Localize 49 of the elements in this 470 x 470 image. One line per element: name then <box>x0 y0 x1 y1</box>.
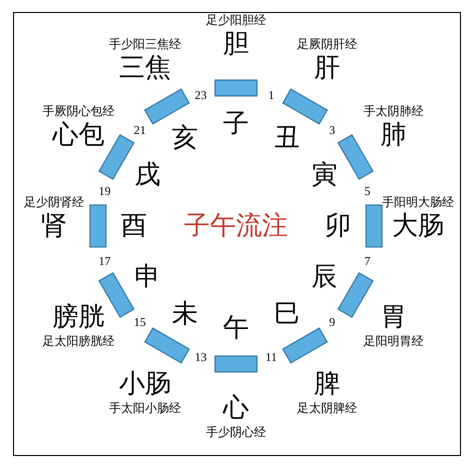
organ-name: 肝 <box>314 55 340 82</box>
organ-name: 胃 <box>380 304 407 330</box>
earthly-branch: 午 <box>223 315 249 341</box>
meridian-name: 手太阳小肠经 <box>109 402 181 414</box>
diagram-title: 子午流注 <box>184 213 288 239</box>
organ-name: 三焦 <box>119 55 171 82</box>
hour-number: 3 <box>329 124 336 136</box>
meridian-name: 足少阴肾经 <box>24 196 84 208</box>
earthly-branch: 酉 <box>121 213 147 239</box>
earthly-branch: 巳 <box>274 301 300 328</box>
meridian-name: 手太阴肺经 <box>364 105 424 117</box>
earthly-branch: 亥 <box>172 124 198 151</box>
organ-name: 大肠 <box>392 213 444 239</box>
meridian-name: 足太阳膀胱经 <box>42 335 114 347</box>
hour-number: 15 <box>134 316 146 328</box>
hour-number: 7 <box>364 255 370 268</box>
hour-number: 9 <box>329 316 336 328</box>
meridian-name: 足少阳胆经 <box>206 14 266 26</box>
meridian-name: 手阳明大肠经 <box>382 196 454 208</box>
earthly-branch: 寅 <box>311 162 338 188</box>
organ-name: 肺 <box>380 122 407 148</box>
earthly-branch: 卯 <box>325 213 351 239</box>
earthly-branch: 子 <box>223 111 249 137</box>
earthly-branch: 丑 <box>274 124 300 151</box>
meridian-name: 足阳明胃经 <box>364 335 424 347</box>
hour-number: 21 <box>134 124 146 136</box>
earthly-branch: 戌 <box>134 162 161 188</box>
organ-name: 膀胱 <box>52 304 104 330</box>
hour-number: 1 <box>268 88 274 101</box>
hour-number: 5 <box>364 184 370 197</box>
organ-name: 胆 <box>223 31 249 57</box>
hour-number: 17 <box>98 255 111 268</box>
earthly-branch: 辰 <box>311 264 338 290</box>
hour-number: 11 <box>265 351 277 364</box>
meridian-name: 手少阳三焦经 <box>109 38 181 50</box>
organ-name: 肾 <box>41 213 67 239</box>
hour-number: 23 <box>194 88 207 101</box>
earthly-branch: 未 <box>172 301 198 328</box>
meridian-name: 足太阴脾经 <box>297 402 357 414</box>
hour-number: 19 <box>98 184 111 197</box>
organ-name: 脾 <box>314 370 340 397</box>
meridian-name: 手厥阴心包经 <box>42 105 114 117</box>
organ-name: 小肠 <box>119 370 171 397</box>
meridian-name: 足厥阴肝经 <box>297 38 357 50</box>
earthly-branch: 申 <box>134 264 161 290</box>
organ-name: 心 <box>223 395 249 421</box>
hour-number: 13 <box>194 351 207 364</box>
meridian-name: 手少阴心经 <box>206 426 266 438</box>
organ-name: 心包 <box>52 122 104 148</box>
